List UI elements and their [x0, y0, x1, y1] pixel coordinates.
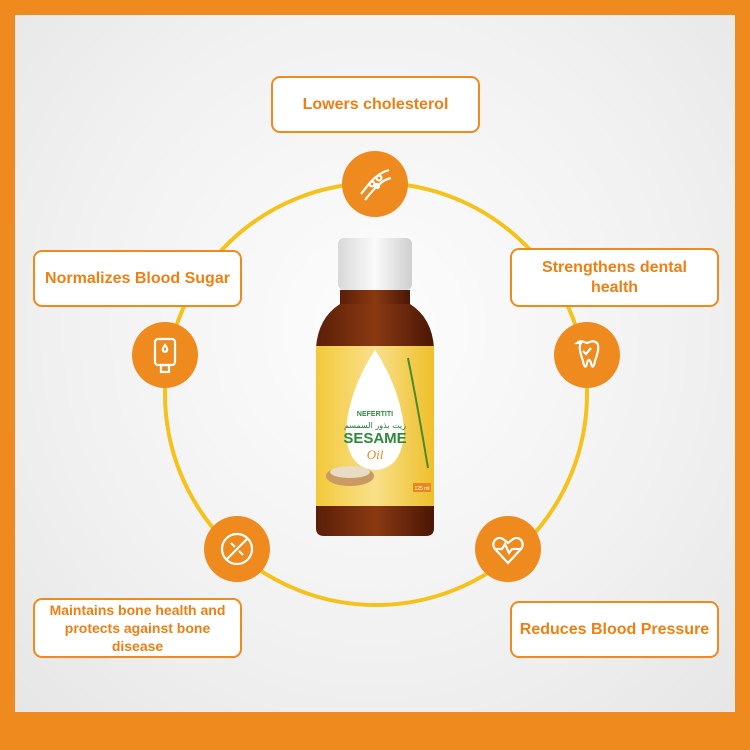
brand-name: NEFERTITI	[357, 411, 393, 418]
benefit-bone: Maintains bone health and protects again…	[33, 598, 242, 658]
tooth-shield-icon	[554, 322, 620, 388]
benefit-dental: Strengthens dental health	[510, 248, 719, 307]
heart-pressure-icon	[475, 516, 541, 582]
bone-joint-icon	[204, 516, 270, 582]
benefit-blood-pressure: Reduces Blood Pressure	[510, 601, 719, 658]
benefit-cholesterol: Lowers cholesterol	[271, 76, 480, 133]
benefit-blood-sugar: Normalizes Blood Sugar	[33, 250, 242, 307]
volume-label: 125 ml	[414, 486, 429, 492]
sesame-oil-bottle: NEFERTITI زيت بذور السمسم SESAME Oil 125…	[316, 238, 434, 536]
product-script: Oil	[367, 447, 384, 462]
product-name: SESAME	[343, 430, 406, 447]
glucose-meter-icon	[132, 322, 198, 388]
arabic-name: زيت بذور السمسم	[344, 421, 406, 430]
blood-vessel-icon	[342, 151, 408, 217]
